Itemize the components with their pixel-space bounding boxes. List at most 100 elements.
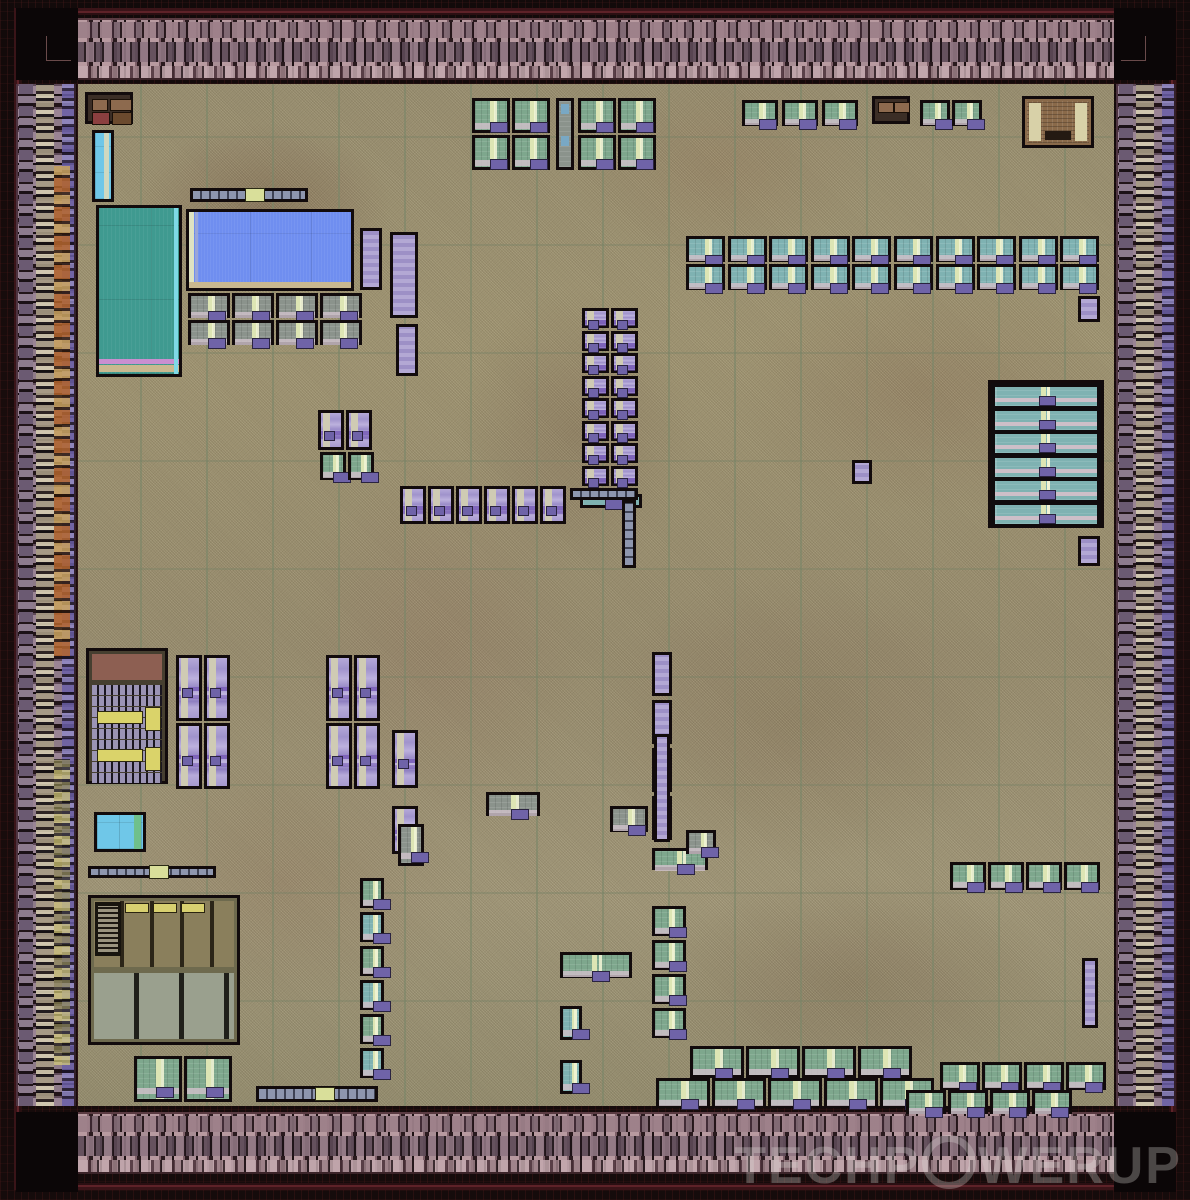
sram-sense-amp-tap — [592, 971, 610, 982]
sram-sense-amp-tap — [793, 1099, 811, 1110]
sram-wordline-strip — [967, 103, 972, 123]
sram-wordline-strip — [792, 267, 796, 287]
sram-ctrl-cell — [561, 136, 569, 146]
sram-wordline-strip — [1055, 1093, 1058, 1111]
sram-sense-amp-tap — [340, 338, 358, 349]
sram-wordline-strip — [1043, 865, 1048, 887]
sram-macro — [360, 1014, 391, 1046]
sram-macro — [1066, 1062, 1106, 1093]
sram-sense-amp-tap — [669, 1029, 687, 1040]
top-pad-ring — [78, 18, 1114, 80]
sram-wordline-strip — [746, 267, 752, 287]
rf-edge-strip — [587, 356, 594, 370]
sram-macro — [1064, 862, 1100, 893]
sram-macro — [952, 100, 985, 130]
sram-sense-amp-tap — [373, 1035, 391, 1046]
sram-sense-amp-tap — [737, 1099, 755, 1110]
sram-wordline-strip — [414, 827, 417, 863]
rf-tap — [352, 431, 363, 441]
sram-macro — [652, 974, 687, 1006]
rf-edge-strip — [587, 446, 594, 460]
sram-wordline-strip — [935, 103, 940, 123]
rf-edge-strip — [323, 413, 330, 447]
sram-wordline-strip — [913, 239, 918, 259]
sram-wordline-strip — [669, 1011, 674, 1035]
sram-wordline-strip — [672, 1011, 675, 1035]
sram-sense-amp-tap — [296, 338, 314, 349]
register-file-macro — [204, 723, 230, 789]
rf-edge-strip — [587, 401, 594, 415]
sram-sense-amp-tap — [669, 995, 687, 1006]
rf-tap — [588, 387, 599, 398]
cache-right-edge — [174, 208, 178, 374]
regbank-capacitor — [145, 747, 161, 771]
sram-wordline-strip — [832, 1049, 835, 1075]
sram-macro — [618, 98, 656, 133]
left-pad-ring — [16, 84, 76, 1106]
rf-edge-strip — [616, 378, 623, 393]
sram-bitline-bus — [363, 900, 381, 906]
sram-sense-amp-tap — [572, 1029, 590, 1040]
sram-macro — [360, 878, 391, 910]
sram-wordline-strip — [208, 296, 213, 315]
bottom-pad-ring — [78, 1112, 1114, 1174]
sram-sense-amp-tap — [1037, 283, 1056, 294]
cache-bottom-rail — [99, 365, 179, 372]
sram-sense-amp-tap — [636, 159, 654, 170]
cache-bottom-bus — [99, 359, 179, 364]
io-cell — [878, 102, 894, 113]
sram-sense-amp-tap — [1085, 1082, 1103, 1093]
cache-cell-grid — [99, 208, 179, 374]
rf-tap — [588, 477, 599, 488]
io-cell — [112, 112, 132, 125]
sram-sense-amp-tap — [1081, 882, 1099, 893]
sram-macro — [769, 236, 809, 266]
sram-macro — [824, 1078, 878, 1110]
sram-wordline-strip — [1079, 267, 1085, 287]
sram-wordline-strip — [600, 101, 603, 130]
sram-wordline-strip — [574, 1009, 577, 1037]
rf-tap — [360, 688, 371, 698]
small-macro — [852, 460, 872, 484]
sram-macro — [320, 293, 362, 322]
sram-macro — [656, 1078, 710, 1110]
sram-wordline-strip — [793, 1081, 798, 1105]
sram-sense-amp-tap — [996, 283, 1015, 294]
sram-wordline-strip — [364, 455, 367, 477]
sram-wordline-strip — [672, 977, 675, 1001]
sram-macro — [398, 824, 429, 866]
sram-wordline-strip — [333, 455, 338, 477]
regbank-row — [92, 729, 162, 739]
sram-macro — [348, 452, 379, 483]
register-file-macro — [176, 723, 202, 789]
sram-control-column — [556, 98, 574, 170]
sram-bank — [995, 504, 1097, 524]
register-file-macro — [611, 308, 638, 330]
regbank-row — [92, 773, 162, 783]
sram-wordline-strip — [530, 138, 535, 167]
sram-sense-amp-tap — [1079, 283, 1098, 294]
sram-wordline-strip — [669, 909, 674, 933]
register-file-macro — [318, 410, 344, 450]
rf-edge-strip — [489, 489, 496, 521]
register-file-macro — [346, 410, 372, 450]
sram-bank — [995, 410, 1097, 430]
analog-io-block — [1022, 96, 1094, 148]
sram-wordline-strip — [843, 103, 846, 123]
register-file-column — [654, 734, 670, 842]
sram-wordline-strip — [967, 1093, 972, 1111]
rf-tap — [182, 756, 193, 766]
sram-sense-amp-tap — [530, 159, 548, 170]
sram-wordline-strip — [1081, 865, 1086, 887]
rf-edge-strip — [545, 489, 552, 521]
sram-wordline-strip — [833, 239, 837, 259]
bus-macro-horizontal — [88, 865, 216, 879]
sram-sense-amp-tap — [871, 283, 890, 294]
sram-macro — [782, 100, 818, 130]
pad-col-outer — [1162, 84, 1174, 1106]
sram-macro — [652, 940, 687, 972]
sram-wordline-strip — [411, 827, 416, 863]
sram-wordline-strip — [1013, 1093, 1016, 1111]
sram-bank — [995, 387, 1097, 406]
sram-sense-amp-tap — [572, 1083, 590, 1094]
